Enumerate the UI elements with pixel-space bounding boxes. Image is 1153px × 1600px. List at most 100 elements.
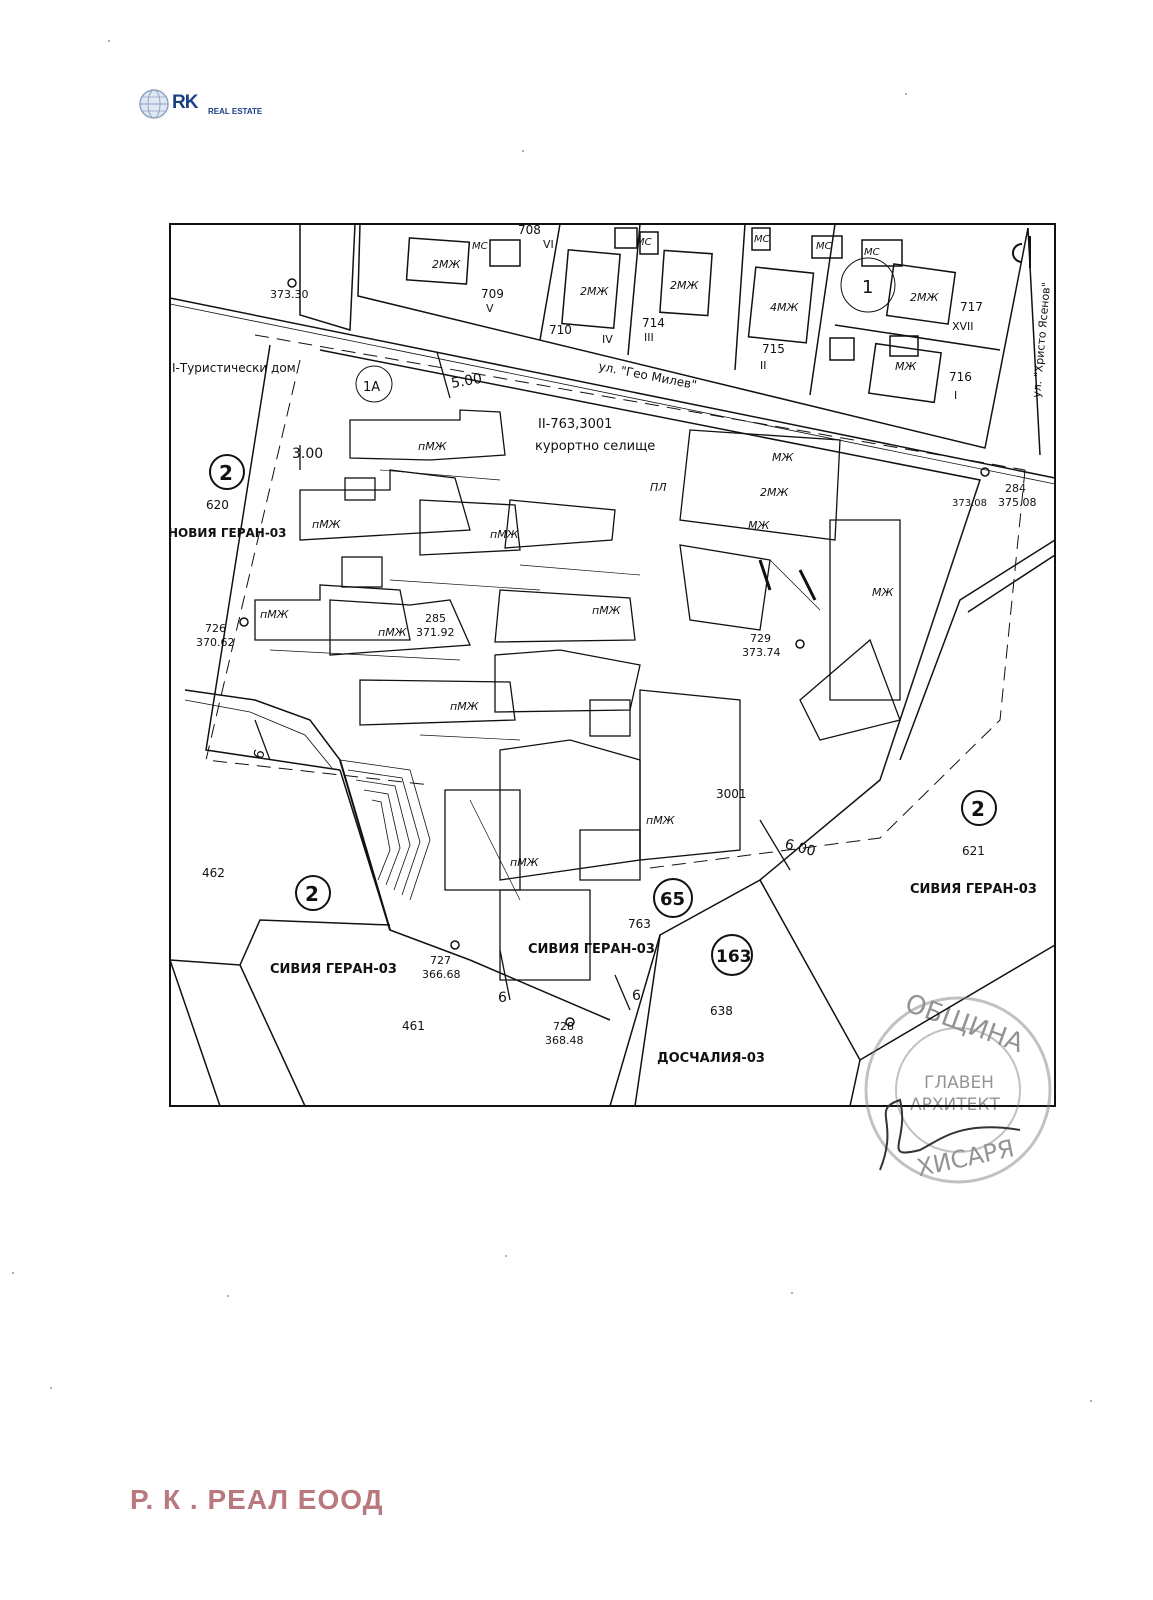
building-pmzh-g: пМЖ <box>450 700 480 713</box>
plot-710: 710 <box>549 323 572 337</box>
building-2mzh-e: 2МЖ <box>760 486 789 499</box>
scan-speck <box>1090 1400 1092 1402</box>
scan-speck <box>505 1255 507 1257</box>
street-geo-milev: ул. "Гео Милев" <box>597 359 697 392</box>
roman-i: I <box>954 389 957 402</box>
dimension-6-bottom: 6 <box>498 990 507 1006</box>
company-name: Р. К . РЕАЛ ЕООД <box>130 1484 384 1515</box>
plot-462: 462 <box>202 866 225 880</box>
plot-715: 715 <box>762 342 785 356</box>
circle-label-163: 163 <box>716 947 752 967</box>
elevation-285-number: 285 <box>425 612 446 625</box>
circle-label-2-left: 2 <box>219 461 233 485</box>
scan-speck <box>227 1295 229 1297</box>
circle-label-2-right: 2 <box>971 797 985 821</box>
building-mzh-c: МЖ <box>748 519 770 532</box>
scan-speck <box>905 93 907 95</box>
plot-621: 621 <box>962 844 985 858</box>
building-mzh-a: МЖ <box>895 360 917 373</box>
building-pmzh-a: пМЖ <box>418 440 448 453</box>
circle-label-1a: 1А <box>363 380 380 395</box>
building-pmzh-i: пМЖ <box>510 856 540 869</box>
elevation-373-30: 373.30 <box>270 288 309 301</box>
elevation-373-08: 373.08 <box>952 498 987 509</box>
zone-resort-name: курортно селище <box>535 439 655 454</box>
building-pmzh-e: пМЖ <box>260 608 290 621</box>
building-2mzh-a: 2МЖ <box>432 258 461 271</box>
stamp-bottom-text: ХИСАРЯ <box>914 1134 1016 1182</box>
building-4mzh: 4МЖ <box>770 301 799 314</box>
building-pmzh-h: пМЖ <box>646 814 676 827</box>
building-mzh-d: МЖ <box>872 586 894 599</box>
place-siviya-geran-left: СИВИЯ ГЕРАН-03 <box>270 962 397 977</box>
elevation-729-value: 373.74 <box>742 646 781 659</box>
place-siviya-geran-right: СИВИЯ ГЕРАН-03 <box>910 882 1037 897</box>
plot-717: 717 <box>960 300 983 314</box>
building-2mzh-d: 2МЖ <box>910 291 939 304</box>
scan-speck <box>108 40 110 42</box>
elevation-284-number: 284 <box>1005 482 1026 495</box>
building-mzh-b: МЖ <box>772 451 794 464</box>
building-pl: ПЛ <box>650 481 667 494</box>
plot-708: 708 <box>518 223 541 237</box>
circle-label-1: 1 <box>862 277 873 298</box>
dimension-6-00-right: 6.00 <box>783 836 817 860</box>
elevation-727-value: 366.68 <box>422 968 461 981</box>
elevation-284-value: 375.08 <box>998 496 1037 509</box>
scan-speck <box>791 1292 793 1294</box>
building-ms-c: МС <box>754 234 770 245</box>
stamp-middle-1: ГЛАВЕН <box>924 1073 994 1093</box>
logo-subtitle: REAL ESTATE <box>208 107 263 116</box>
place-noviya-geran: НОВИЯ ГЕРАН-03 <box>168 526 287 540</box>
building-pmzh-b: пМЖ <box>312 518 342 531</box>
plot-716: 716 <box>949 370 972 384</box>
elevation-726-number: 726 <box>205 622 226 635</box>
elevation-729-number: 729 <box>750 632 771 645</box>
roman-iii: III <box>644 331 654 344</box>
plot-638: 638 <box>710 1004 733 1018</box>
building-ms-e: МС <box>864 247 880 258</box>
plot-461: 461 <box>402 1019 425 1033</box>
plot-3001: 3001 <box>716 787 747 801</box>
roman-v: V <box>486 302 494 315</box>
plot-714: 714 <box>642 316 665 330</box>
plot-763: 763 <box>628 917 651 931</box>
globe-icon <box>139 89 169 119</box>
building-pmzh-c: пМЖ <box>490 528 520 541</box>
municipal-stamp: ОБЩИНА ГЛАВЕН АРХИТЕКТ ХИСАРЯ <box>864 989 1052 1184</box>
plot-620: 620 <box>206 498 229 512</box>
building-ms-a: МС <box>472 241 488 252</box>
building-2mzh-c: 2МЖ <box>670 279 699 292</box>
signature <box>879 1098 1021 1171</box>
dimension-6-mid: 6 <box>632 988 641 1004</box>
circle-label-2-bottom: 2 <box>305 882 319 906</box>
building-ms-d: МС <box>816 241 832 252</box>
elevation-728-value: 368.48 <box>545 1034 584 1047</box>
roman-ii: II <box>760 359 767 372</box>
company-logo: RK REAL ESTATE <box>138 86 278 122</box>
dimension-3-00: 3.00 <box>292 446 323 462</box>
stamp-middle-2: АРХИТЕКТ <box>910 1095 1000 1115</box>
dimension-5-00: 5.00 <box>450 371 483 392</box>
zone-resort-id: II-763,3001 <box>538 417 612 432</box>
logo-brand: RK <box>172 92 198 113</box>
plot-709: 709 <box>481 287 504 301</box>
place-siviya-geran-center: СИВИЯ ГЕРАН-03 <box>528 942 655 957</box>
elevation-726-value: 370.62 <box>196 636 235 649</box>
place-doschaliya: ДОСЧАЛИЯ-03 <box>657 1051 765 1066</box>
elevation-285-value: 371.92 <box>416 626 455 639</box>
elevation-728-number: 728 <box>553 1020 574 1033</box>
zone-tourist-home: I-Туристически дом <box>172 361 296 375</box>
roman-iv: IV <box>602 333 613 346</box>
building-2mzh-b: 2МЖ <box>580 285 609 298</box>
building-ms-b: МС <box>636 237 652 248</box>
scan-speck <box>12 1272 14 1274</box>
building-pmzh-f: пМЖ <box>378 626 408 639</box>
elevation-727-number: 727 <box>430 954 451 967</box>
roman-xvii: XVII <box>952 320 974 333</box>
roman-vi: VI <box>543 238 554 251</box>
scan-speck <box>50 1387 52 1389</box>
building-pmzh-d: пМЖ <box>592 604 622 617</box>
circle-label-65: 65 <box>660 889 685 910</box>
